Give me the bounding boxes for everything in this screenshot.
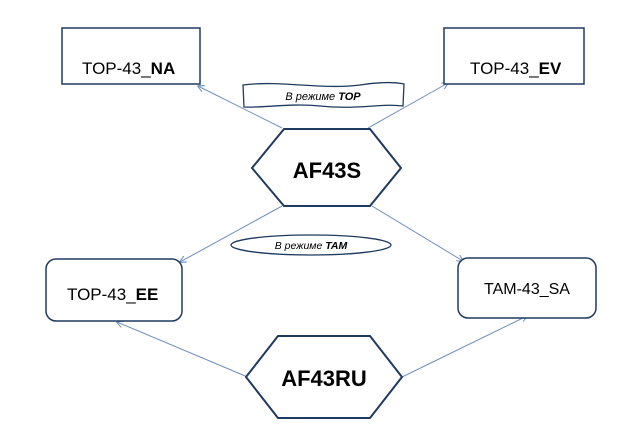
node-top-43-ee-label: TOP-43_EE: [67, 285, 158, 304]
arrow-af43s-to-ee: [180, 205, 283, 262]
banner-mode-top: В режиме TOP: [242, 81, 405, 108]
node-top-43-ee[interactable]: TOP-43_EE: [45, 258, 183, 322]
arrow-af43s-to-sa: [371, 205, 463, 261]
hex-af43ru[interactable]: AF43RU: [244, 335, 404, 419]
banner-mode-tam: В режиме TAM: [230, 234, 392, 256]
arrow-af43s-to-na: [198, 86, 283, 129]
hex-af43ru-label: AF43RU: [281, 366, 367, 391]
node-top-43-ev[interactable]: TOP-43_EV: [443, 27, 585, 85]
banner-mode-tam-label: В режиме TAM: [275, 240, 348, 252]
node-top-43-na-label: TOP-43_NA: [82, 59, 175, 78]
node-top-43-ev-label: TOP-43_EV: [470, 59, 562, 78]
banner-mode-top-label: В режиме TOP: [285, 91, 361, 103]
node-tam-43-sa[interactable]: TAM-43_SA: [457, 257, 597, 319]
hex-af43s[interactable]: AF43S: [250, 128, 403, 207]
node-tam-43-sa-label: TAM-43_SA: [484, 281, 570, 298]
hex-af43s-label: AF43S: [293, 158, 361, 183]
arrow-af43ru-to-ee: [117, 322, 251, 379]
arrow-af43ru-to-sa: [399, 316, 527, 379]
arrow-af43s-to-ev: [367, 83, 448, 129]
node-top-43-na[interactable]: TOP-43_NA: [61, 27, 201, 85]
